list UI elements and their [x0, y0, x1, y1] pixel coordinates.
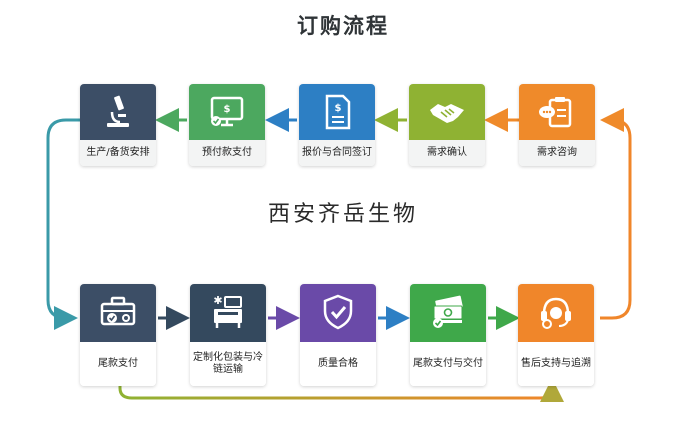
clipboard-chat-icon — [539, 97, 572, 128]
step-consult-banner — [519, 84, 595, 140]
step-quote: $ 报价与合同签订 — [299, 84, 375, 166]
step-package: ✱ 定制化包装与冷链运输 — [190, 284, 266, 386]
arrow-bottom-loop — [118, 378, 564, 402]
step-quality: 质量合格 — [300, 284, 376, 386]
company-name: 西安齐岳生物 — [267, 202, 418, 227]
step-final-pay: 尾款支付 — [80, 284, 156, 386]
step-package-banner: ✱ — [190, 284, 266, 342]
step-package-label: 定制化包装与冷链运输 — [190, 342, 266, 386]
step-prepay: $ 预付款支付 — [189, 84, 265, 166]
step-delivery: 尾款支付与交付 — [410, 284, 486, 386]
step-delivery-label: 尾款支付与交付 — [410, 342, 486, 386]
diagram-title: 订购流程 — [297, 14, 389, 38]
step-quality-banner — [300, 284, 376, 342]
step-quality-label: 质量合格 — [300, 342, 376, 386]
shield-check-icon — [323, 294, 353, 330]
toolbox-gear-icon — [100, 296, 136, 326]
cold-chain-machine-icon: ✱ — [213, 294, 242, 328]
step-delivery-banner — [410, 284, 486, 342]
svg-text:✱: ✱ — [213, 294, 222, 307]
step-consult: 需求咨询 — [519, 84, 595, 166]
arrow-produce-to-final-pay — [46, 118, 80, 330]
step-confirm-banner — [409, 84, 485, 140]
step-confirm-label: 需求确认 — [409, 140, 485, 166]
microscope-icon — [107, 95, 129, 127]
svg-text:$: $ — [335, 103, 342, 114]
contract-document-icon: $ — [325, 94, 351, 130]
step-quote-banner: $ — [299, 84, 375, 140]
step-aftersale-label: 售后支持与追溯 — [518, 342, 594, 386]
step-prepay-banner: $ — [189, 84, 265, 140]
monitor-payment-icon: $ — [210, 96, 244, 127]
step-quote-label: 报价与合同签订 — [299, 140, 375, 166]
svg-text:$: $ — [224, 104, 231, 115]
step-produce: 生产/备货安排 — [80, 84, 156, 166]
step-final-pay-label: 尾款支付 — [80, 342, 156, 386]
handshake-icon — [430, 104, 464, 123]
step-prepay-label: 预付款支付 — [189, 140, 265, 166]
step-confirm: 需求确认 — [409, 84, 485, 166]
money-stack-icon — [433, 295, 463, 328]
arrow-aftersale-to-consult — [600, 108, 632, 320]
step-produce-banner — [80, 84, 156, 140]
step-final-pay-banner — [80, 284, 156, 342]
step-consult-label: 需求咨询 — [519, 140, 595, 166]
headset-support-icon — [541, 297, 571, 329]
step-aftersale: 售后支持与追溯 — [518, 284, 594, 386]
step-produce-label: 生产/备货安排 — [80, 140, 156, 166]
step-aftersale-banner — [518, 284, 594, 342]
